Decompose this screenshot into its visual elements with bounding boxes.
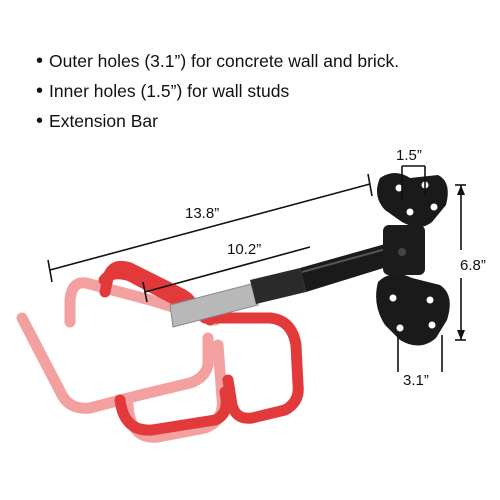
dimension-label-plate-top: 1.5”	[396, 147, 422, 164]
bullet-dot-icon: •	[36, 50, 44, 72]
feature-item-outer-holes: • Outer holes (3.1”) for concrete wall a…	[36, 46, 399, 76]
feature-text: Inner holes (1.5”) for wall studs	[49, 81, 290, 101]
bullet-dot-icon: •	[36, 110, 44, 132]
feature-item-extension-bar: • Extension Bar	[36, 106, 399, 136]
dimension-label-overall-length: 13.8”	[185, 205, 219, 222]
extension-bar	[169, 244, 390, 328]
dimension-label-plate-bottom: 3.1”	[403, 372, 429, 389]
feature-list: • Outer holes (3.1”) for concrete wall a…	[36, 46, 399, 136]
wall-bracket	[376, 173, 450, 346]
feature-text: Extension Bar	[49, 111, 158, 131]
dimension-lines	[47, 165, 466, 372]
feature-item-inner-holes: • Inner holes (1.5”) for wall studs	[36, 76, 399, 106]
bullet-dot-icon: •	[36, 80, 44, 102]
dimension-label-collapsed-length: 10.2”	[227, 241, 261, 258]
feature-text: Outer holes (3.1”) for concrete wall and…	[49, 51, 400, 71]
dimension-arrows	[457, 185, 465, 340]
dimension-label-plate-height: 6.8”	[460, 257, 486, 274]
